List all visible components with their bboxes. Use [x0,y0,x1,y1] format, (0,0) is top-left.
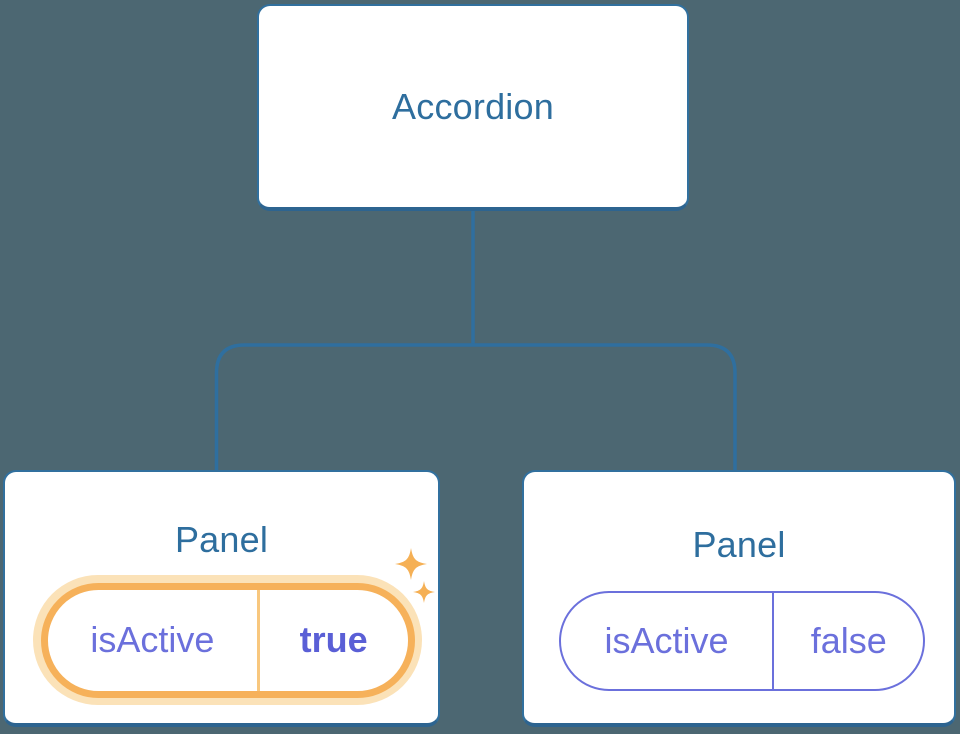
sparkle-icon-small [413,581,435,603]
state-key-label: isActive [604,620,729,661]
accordion-node: Accordion [257,4,689,211]
sparkle-icon-large [395,548,427,580]
panel-node-inactive: Panel isActive false [522,470,956,727]
panel-node-label: Panel [692,524,786,565]
connector-branch-right [473,343,737,471]
pill-divider [771,593,775,689]
state-key-label: isActive [90,619,215,660]
panel-node-active: Panel isActive true [3,470,440,727]
state-value-label: true [299,619,368,660]
state-pill-inactive: isActive false [559,591,925,691]
state-value-label: false [810,620,887,661]
panel-node-label: Panel [174,519,269,560]
pill-divider [257,589,260,691]
state-pill-active-glow: isActive true [33,575,422,705]
state-pill-active: isActive true [40,582,415,698]
connector-branch-left [214,343,473,471]
accordion-node-label: Accordion [392,85,554,127]
